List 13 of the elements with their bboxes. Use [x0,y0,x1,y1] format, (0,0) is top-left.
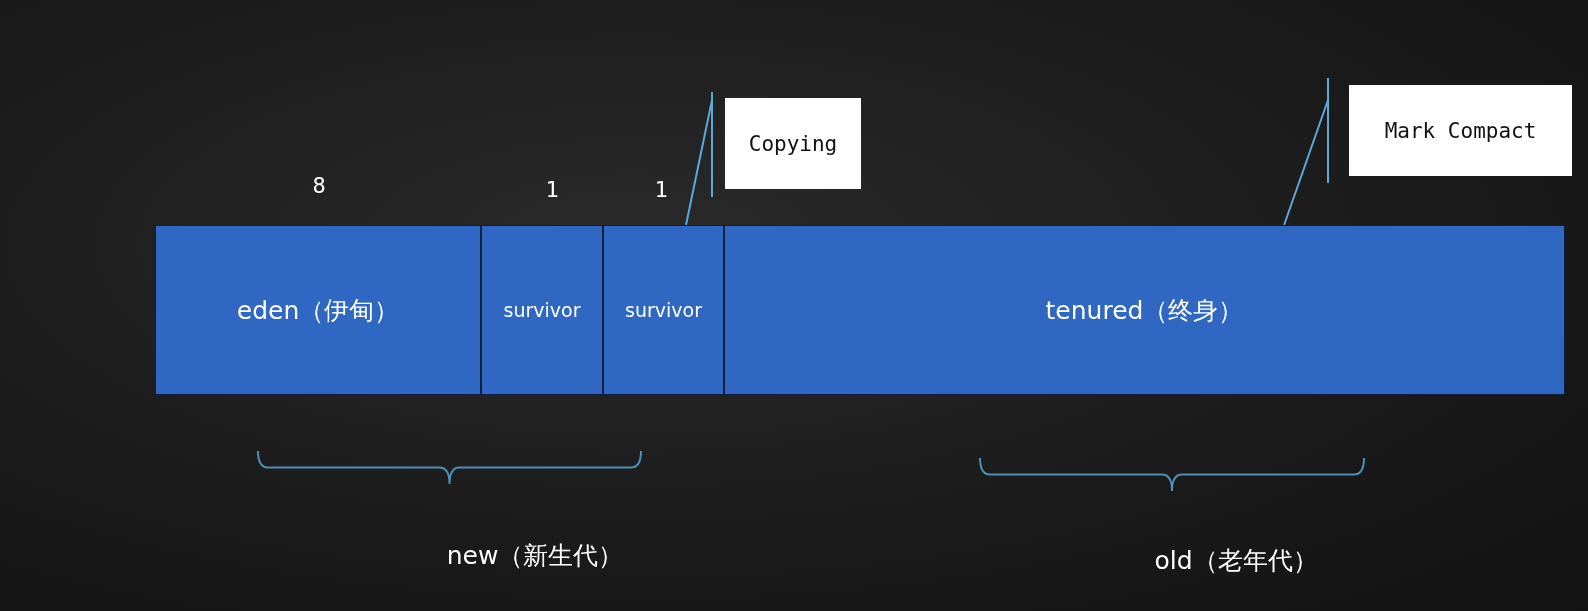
memory-region: eden（伊甸） [155,225,481,395]
memory-region: survivor [603,225,724,395]
generation-label: new（新生代） [446,539,624,572]
generation-label: old（老年代） [1154,544,1318,577]
memory-region: survivor [481,225,603,395]
ratio-label: 8 [312,172,326,198]
callout-box: Mark Compact [1349,85,1572,176]
memory-region: tenured（终身） [724,225,1565,395]
leader-line [685,91,713,226]
ratio-label: 1 [654,176,668,202]
ratio-label: 1 [545,176,559,202]
leader-line [1283,77,1329,226]
callout-box: Copying [725,98,861,189]
